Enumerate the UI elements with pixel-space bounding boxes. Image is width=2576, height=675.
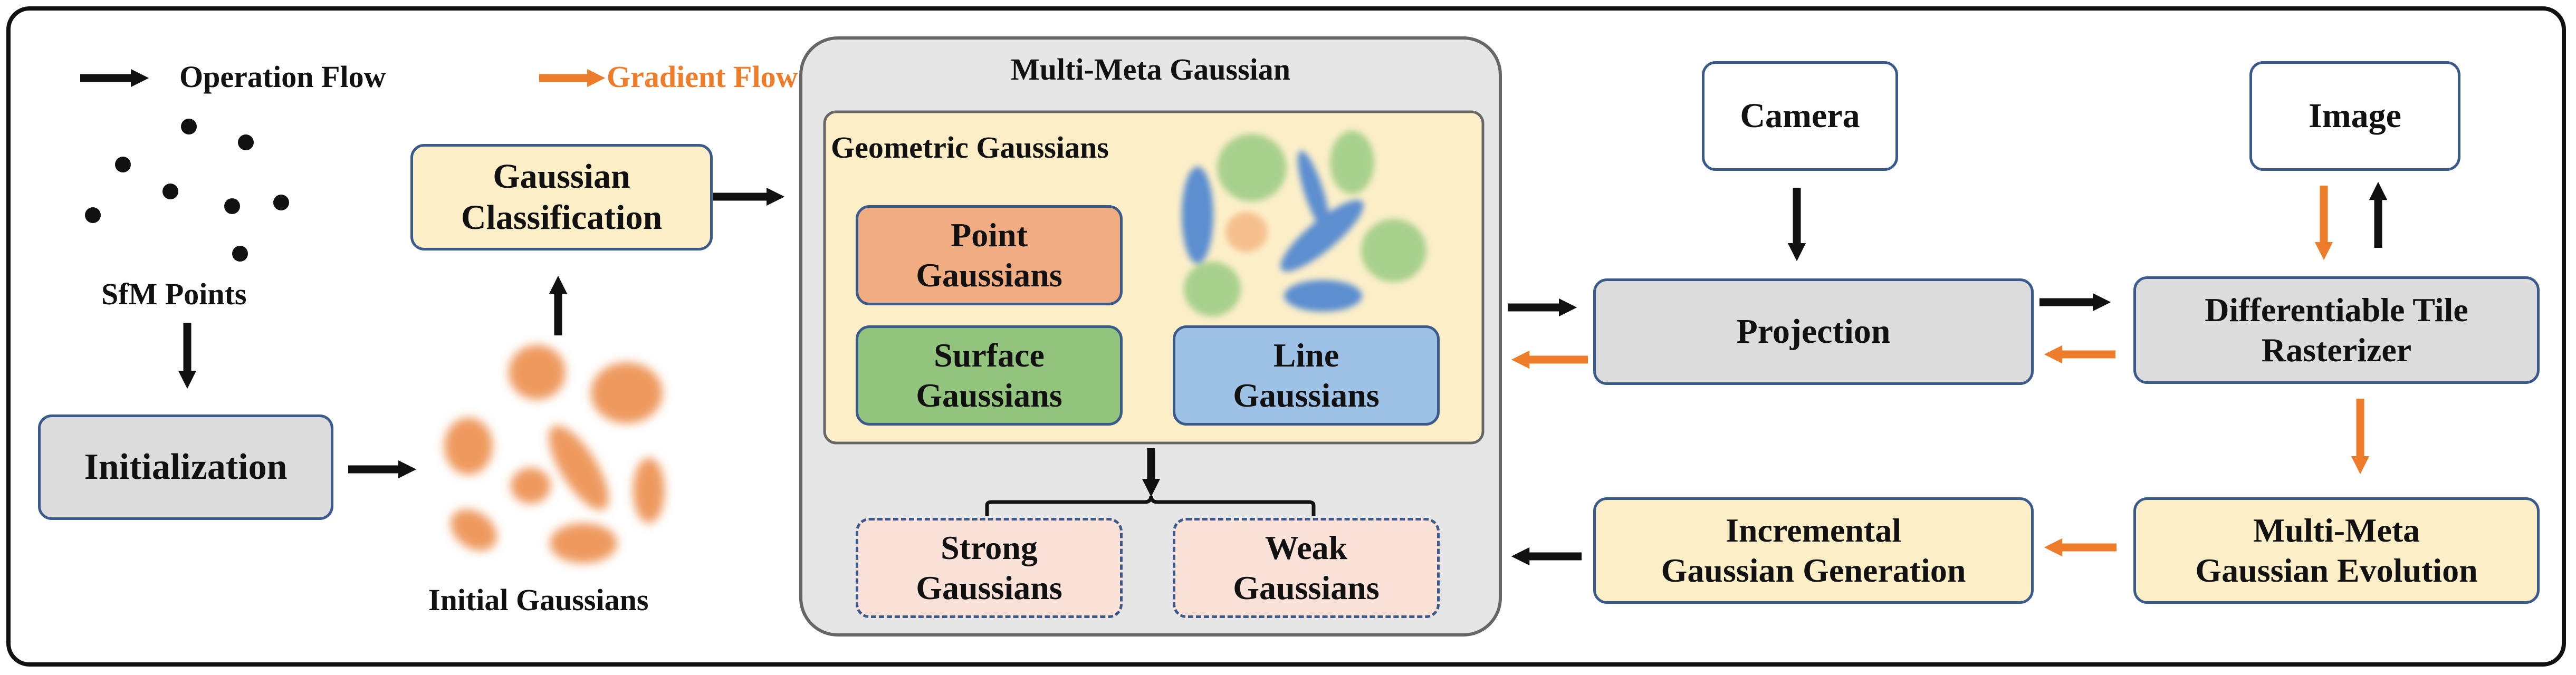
strong-line-1: Strong — [941, 529, 1038, 567]
classification-line-1: Gaussian — [493, 157, 630, 196]
rasterizer-line-2: Rasterizer — [2261, 331, 2412, 369]
surface-line-1: Surface — [934, 336, 1045, 374]
weak-gaussians-box: Weak Gaussians — [1173, 518, 1440, 618]
surface-line-2: Gaussians — [916, 377, 1062, 414]
projection-box: Projection — [1593, 278, 2034, 385]
line-gaussians-box: Line Gaussians — [1173, 325, 1440, 426]
geometric-gaussians-blobs — [1182, 131, 1426, 316]
strong-gaussians-box: Strong Gaussians — [856, 518, 1123, 618]
initial-gaussians-label: Initial Gaussians — [428, 583, 649, 617]
initial-gaussians-blobs — [444, 345, 665, 563]
weak-line-2: Gaussians — [1233, 569, 1380, 606]
multi-meta-title: Multi-Meta Gaussian — [1010, 52, 1291, 86]
strong-line-2: Gaussians — [916, 569, 1062, 606]
evolution-box: Multi-Meta Gaussian Evolution — [2133, 497, 2540, 604]
line-line-2: Gaussians — [1233, 377, 1380, 414]
point-line-1: Point — [951, 216, 1028, 254]
rasterizer-box: Differentiable Tile Rasterizer — [2133, 276, 2540, 384]
point-gaussians-box: Point Gaussians — [856, 205, 1123, 305]
generation-box: Incremental Gaussian Generation — [1593, 497, 2034, 604]
surface-gaussians-box: Surface Gaussians — [856, 325, 1123, 426]
generation-line-1: Incremental — [1726, 512, 1901, 549]
camera-box: Camera — [1702, 61, 1898, 171]
rasterizer-line-1: Differentiable Tile — [2205, 291, 2468, 329]
evolution-line-2: Gaussian Evolution — [2195, 552, 2478, 589]
legend-gradient-label: Gradient Flow — [607, 60, 798, 94]
initialization-box: Initialization — [38, 414, 333, 520]
image-box: Image — [2249, 61, 2460, 171]
legend-operation-label: Operation Flow — [179, 60, 386, 94]
geometric-gaussians-title: Geometric Gaussians — [831, 130, 1109, 165]
sfm-points-label: SfM Points — [101, 277, 247, 311]
generation-line-2: Gaussian Generation — [1661, 552, 1966, 589]
point-line-2: Gaussians — [916, 256, 1062, 294]
outer-frame — [6, 6, 2566, 667]
gaussian-classification-box: Gaussian Classification — [410, 144, 713, 250]
weak-line-1: Weak — [1265, 529, 1348, 567]
line-line-1: Line — [1273, 336, 1339, 374]
sfm-points — [85, 119, 289, 262]
classification-line-2: Classification — [461, 198, 663, 237]
evolution-line-1: Multi-Meta — [2253, 512, 2420, 549]
